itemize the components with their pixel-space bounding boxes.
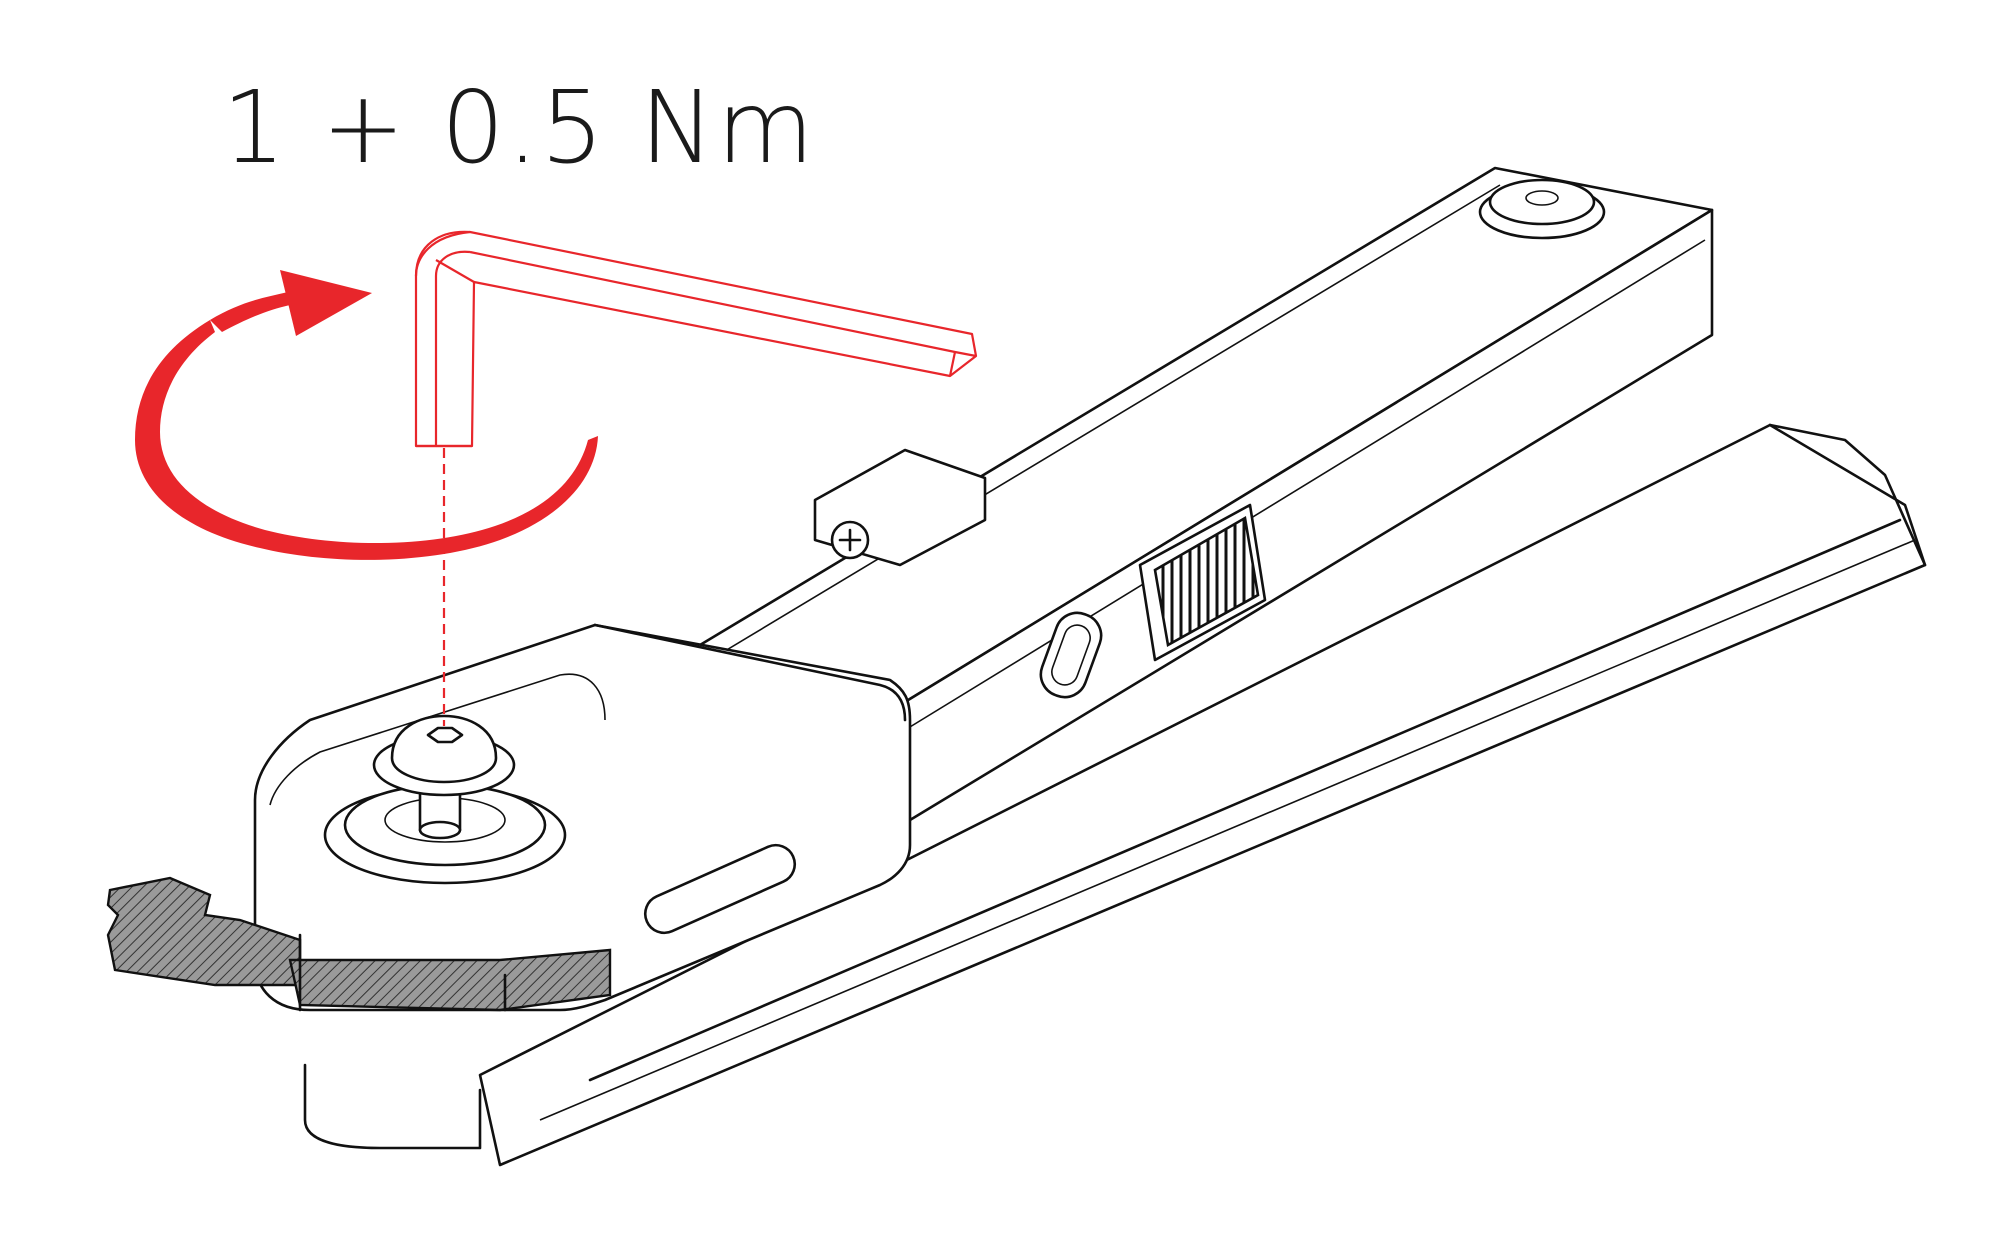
hex-key-icon: [414, 230, 978, 448]
track-profile: [478, 423, 1927, 1167]
hex-socket-screw-icon: [372, 714, 516, 797]
end-screw: [1478, 178, 1606, 240]
arm-body: [698, 166, 1714, 822]
torque-spec-label: 1 + 0.5 Nm: [222, 69, 817, 186]
clockwise-arrow-icon: [135, 270, 598, 560]
slot-window: [1039, 611, 1103, 699]
side-block: [813, 448, 987, 567]
grip-slider: [1138, 503, 1267, 662]
